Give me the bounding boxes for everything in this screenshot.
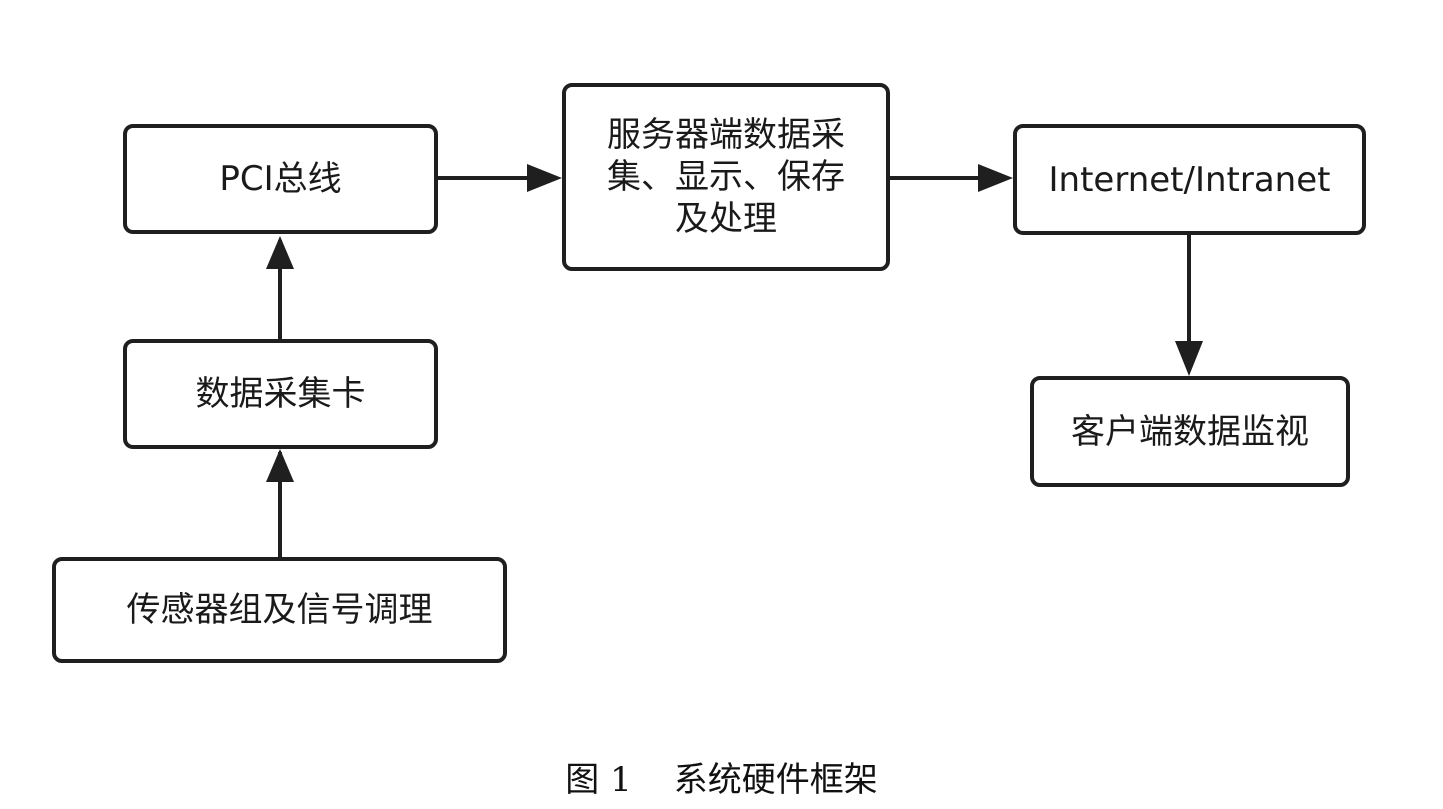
arrowhead-daq-to-pci [266, 236, 294, 269]
sensor-group-label: 传感器组及信号调理 [126, 590, 433, 630]
figure-title: 系统硬件框架 [673, 760, 878, 800]
server-label: 服务器端数据采集、显示、保存及处理 [607, 115, 845, 239]
client-label: 客户端数据监视 [1071, 411, 1309, 452]
arrowhead-network-to-client [1175, 341, 1203, 376]
figure-number: 图 1 [565, 760, 632, 800]
sensor-group-node: 传感器组及信号调理 [52, 557, 507, 663]
pci-bus-label: PCI总线 [219, 159, 342, 199]
daq-card-label: 数据采集卡 [195, 374, 366, 414]
pci-bus-node: PCI总线 [123, 124, 438, 234]
arrowhead-sensor-to-daq [266, 449, 294, 482]
client-node: 客户端数据监视 [1030, 376, 1350, 487]
arrowhead-server-to-network [978, 164, 1013, 192]
daq-card-node: 数据采集卡 [123, 339, 438, 449]
arrowhead-pci-to-server [527, 164, 562, 192]
network-label: Internet/Intranet [1048, 159, 1331, 200]
figure-caption: 图 1 系统硬件框架 [0, 752, 1443, 801]
network-node: Internet/Intranet [1013, 124, 1366, 235]
server-node: 服务器端数据采集、显示、保存及处理 [562, 83, 890, 271]
